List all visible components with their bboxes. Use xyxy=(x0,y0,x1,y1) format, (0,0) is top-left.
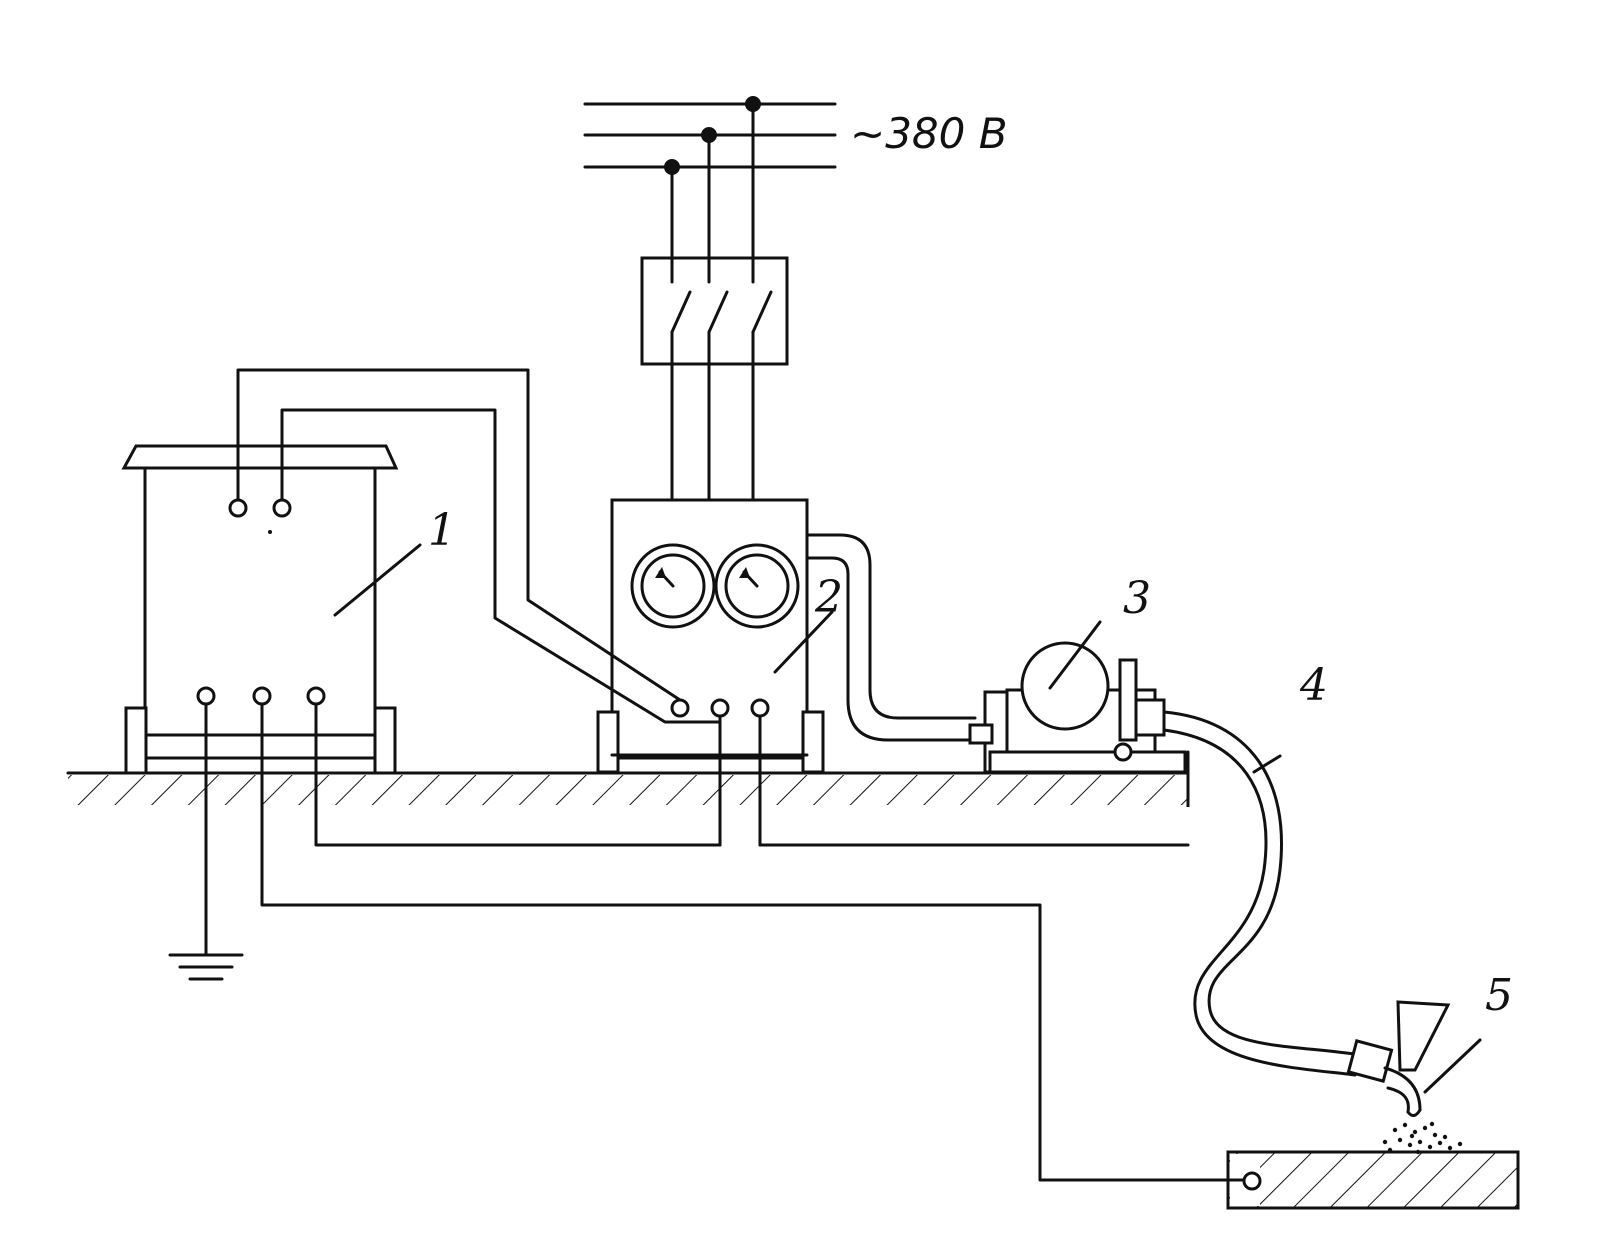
label-torch: 5 xyxy=(1485,970,1513,1021)
workpiece xyxy=(1226,1150,1520,1210)
floor xyxy=(66,750,1190,847)
label-cabinet: 2 xyxy=(814,572,843,623)
flexible-hose xyxy=(1162,710,1362,1077)
wire-feeder xyxy=(968,620,1187,774)
switch-box xyxy=(640,256,789,366)
label-hose: 4 xyxy=(1299,660,1328,711)
gauge-left xyxy=(630,543,716,629)
voltage-label: ~380 B xyxy=(850,109,1008,158)
label-transformer: 1 xyxy=(428,505,456,556)
control-cabinet xyxy=(596,498,834,774)
transformer xyxy=(121,444,422,775)
wiring xyxy=(168,368,1246,1182)
spray-torch xyxy=(1346,1000,1482,1155)
gauge-right xyxy=(714,543,800,629)
label-feeder: 3 xyxy=(1123,573,1151,624)
